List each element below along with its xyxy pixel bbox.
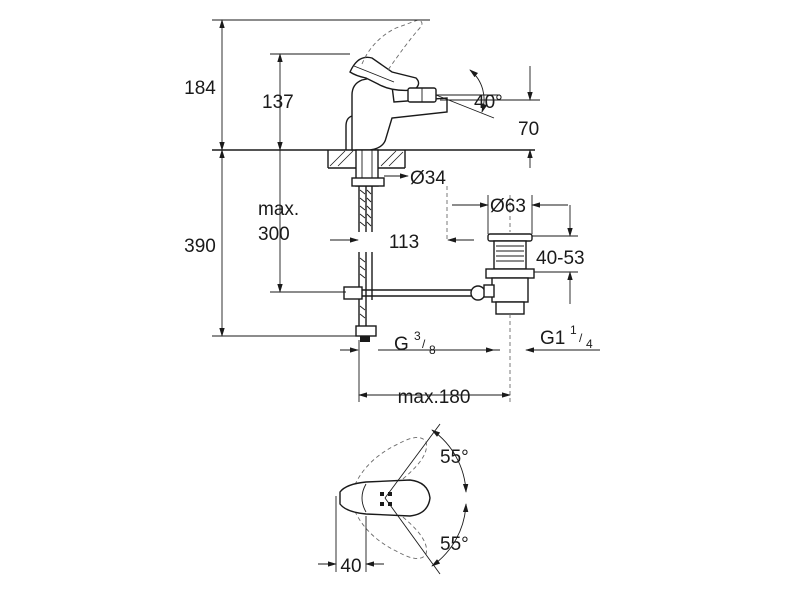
dim-40-53 xyxy=(532,205,578,304)
dim-max-300 xyxy=(270,150,346,293)
fixing-nut xyxy=(351,177,385,187)
dim-connection-g-den: 8 xyxy=(429,343,436,357)
dim-waste-diameter: Ø63 xyxy=(490,196,526,217)
dim-max-spacing: max.180 xyxy=(398,387,471,408)
indicator-mark-3 xyxy=(380,502,384,506)
dim-angle-40 xyxy=(435,69,500,119)
lever-open-position xyxy=(361,19,423,71)
dim-40-top xyxy=(318,496,384,572)
dim-connection-g-num: 3 xyxy=(414,329,421,343)
dim-below-deck: 390 xyxy=(184,236,216,257)
dim-bottom-angle: 55° xyxy=(440,534,469,555)
top-view xyxy=(339,423,469,575)
indicator-mark-1 xyxy=(380,492,384,496)
fraction-slash-1: / xyxy=(422,337,426,351)
dim-184 xyxy=(212,19,430,151)
dim-390 xyxy=(212,149,358,337)
dim-max-180 xyxy=(358,340,511,402)
hose-fitting xyxy=(355,325,377,337)
dim-waste-thread-den: 4 xyxy=(586,337,593,351)
dim-137 xyxy=(270,53,350,151)
dim-lever-offset: 40 xyxy=(340,556,361,577)
fraction-slash-2: / xyxy=(579,331,583,345)
dim-waste-range: 40-53 xyxy=(536,248,585,269)
dim-waste-thread: G1 xyxy=(540,328,565,349)
dim-spout-reach: 70 xyxy=(518,119,539,140)
waste-valve xyxy=(483,233,535,315)
dim-spout-height: 137 xyxy=(262,92,294,113)
dim-total-height: 184 xyxy=(184,78,216,99)
indicator-mark-4 xyxy=(388,492,392,496)
dim-70 xyxy=(440,66,540,168)
dim-spout-angle: 40° xyxy=(474,92,503,113)
dim-waste-thread-num: 1 xyxy=(570,323,577,337)
indicator-mark-2 xyxy=(388,502,392,506)
dim-diameter-63 xyxy=(452,195,568,234)
flexible-hoses xyxy=(358,186,373,330)
linkage-clip xyxy=(343,286,363,300)
popup-rod xyxy=(345,115,353,150)
dim-hole-diameter: Ø34 xyxy=(410,168,446,189)
dim-top-angle: 55° xyxy=(440,447,469,468)
dim-connection-g: G xyxy=(394,334,409,355)
linkage-pivot xyxy=(470,285,486,301)
hose-connector xyxy=(360,336,370,342)
dim-hose-max-label: max. xyxy=(258,199,299,220)
dim-hose-max-value: 300 xyxy=(258,224,290,245)
dim-tail-offset: 113 xyxy=(389,232,419,253)
